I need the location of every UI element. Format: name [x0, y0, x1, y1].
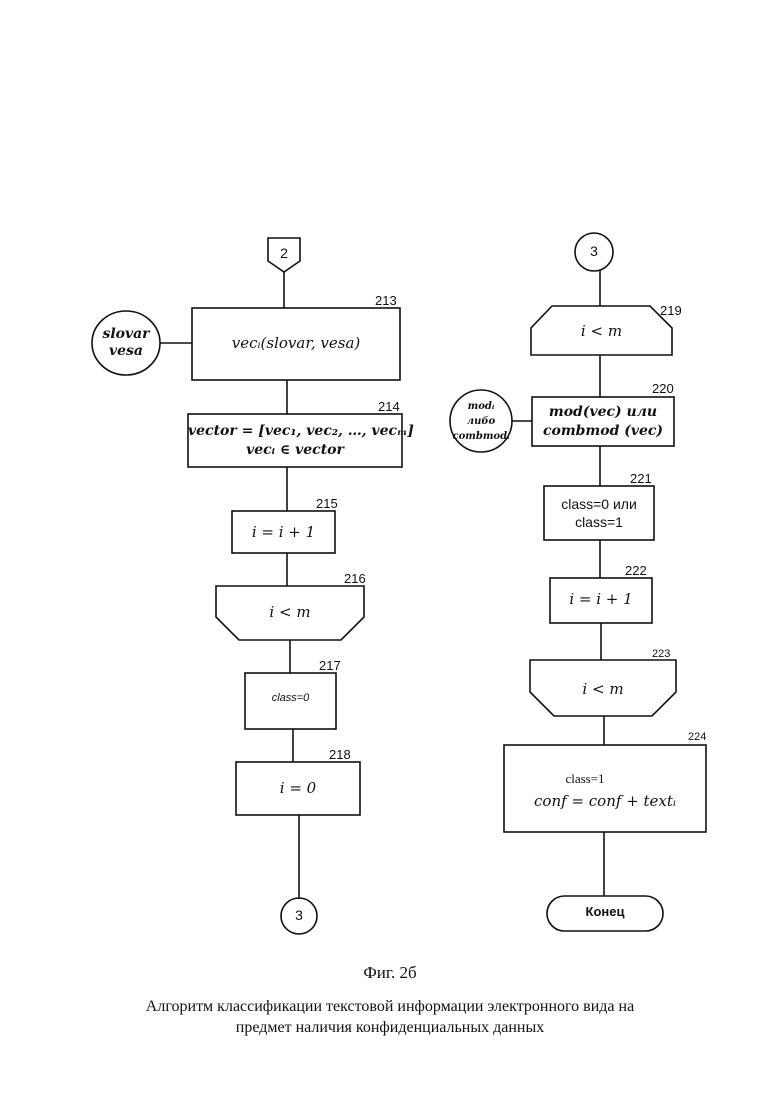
- block-215-text: i = i + 1: [232, 523, 335, 541]
- block-213-text: vecᵢ(slovar, vesa): [192, 334, 400, 352]
- label-220: 220: [652, 381, 674, 396]
- block-217-text: class=0: [245, 692, 336, 704]
- block-218-text: i = 0: [236, 779, 360, 797]
- label-214: 214: [378, 399, 400, 414]
- block-214-line1: vector = [vec₁, vec₂, …, vecₘ]: [188, 422, 402, 441]
- block-224-text: class=1 conf = conf + textᵢ: [504, 768, 706, 812]
- vesa-text: vesa: [92, 343, 160, 360]
- block-222-text: i = i + 1: [550, 590, 652, 608]
- slovar-text: slovar: [92, 326, 160, 343]
- label-222: 222: [625, 563, 647, 578]
- block-219-text: i < m: [531, 322, 672, 340]
- block-220-text: mod(vec) или combmod (vec): [532, 403, 674, 441]
- figure-caption: Фиг. 2б: [0, 963, 780, 983]
- block-214-text: vector = [vec₁, vec₂, …, vecₘ] vecᵢ ∈ ve…: [188, 422, 402, 460]
- connector-2-label: 2: [268, 245, 300, 261]
- label-221: 221: [630, 471, 652, 486]
- label-215: 215: [316, 496, 338, 511]
- block-216-text: i < m: [216, 603, 364, 621]
- figure-description-line1: Алгоритм классификации текстовой информа…: [0, 996, 780, 1017]
- label-223: 223: [652, 648, 670, 660]
- comb-text: combmodᵢ: [450, 429, 512, 444]
- label-218: 218: [329, 747, 351, 762]
- label-213: 213: [375, 293, 397, 308]
- mod-text: modᵢ: [450, 399, 512, 414]
- figure-description: Алгоритм классификации текстовой информа…: [0, 996, 780, 1038]
- label-217: 217: [319, 658, 341, 673]
- label-219: 219: [660, 303, 682, 318]
- label-224: 224: [688, 731, 706, 743]
- mod-input-label: modᵢ либо combmodᵢ: [450, 399, 512, 444]
- libo-text: либо: [450, 414, 512, 429]
- figure-description-line2: предмет наличия конфиденциальных данных: [0, 1017, 780, 1038]
- slovar-vesa-label: slovar vesa: [92, 326, 160, 360]
- block-223-text: i < m: [530, 680, 676, 698]
- block-221-text: class=0 или class=1: [544, 495, 654, 531]
- label-216: 216: [344, 571, 366, 586]
- connector-3-out-label: 3: [281, 907, 317, 923]
- block-214-line2: vecᵢ ∈ vector: [188, 441, 402, 460]
- block-220-line2: combmod (vec): [532, 422, 674, 441]
- block-221-line1: class=0 или: [544, 495, 654, 513]
- block-221-line2: class=1: [544, 513, 654, 531]
- block-224-line2: conf = conf + textᵢ: [504, 790, 706, 812]
- block-220-line1: mod(vec) или: [532, 403, 674, 422]
- end-terminator-label: Конец: [547, 904, 663, 919]
- connector-3-in-label: 3: [575, 243, 613, 259]
- block-224-line1: class=1: [504, 768, 666, 790]
